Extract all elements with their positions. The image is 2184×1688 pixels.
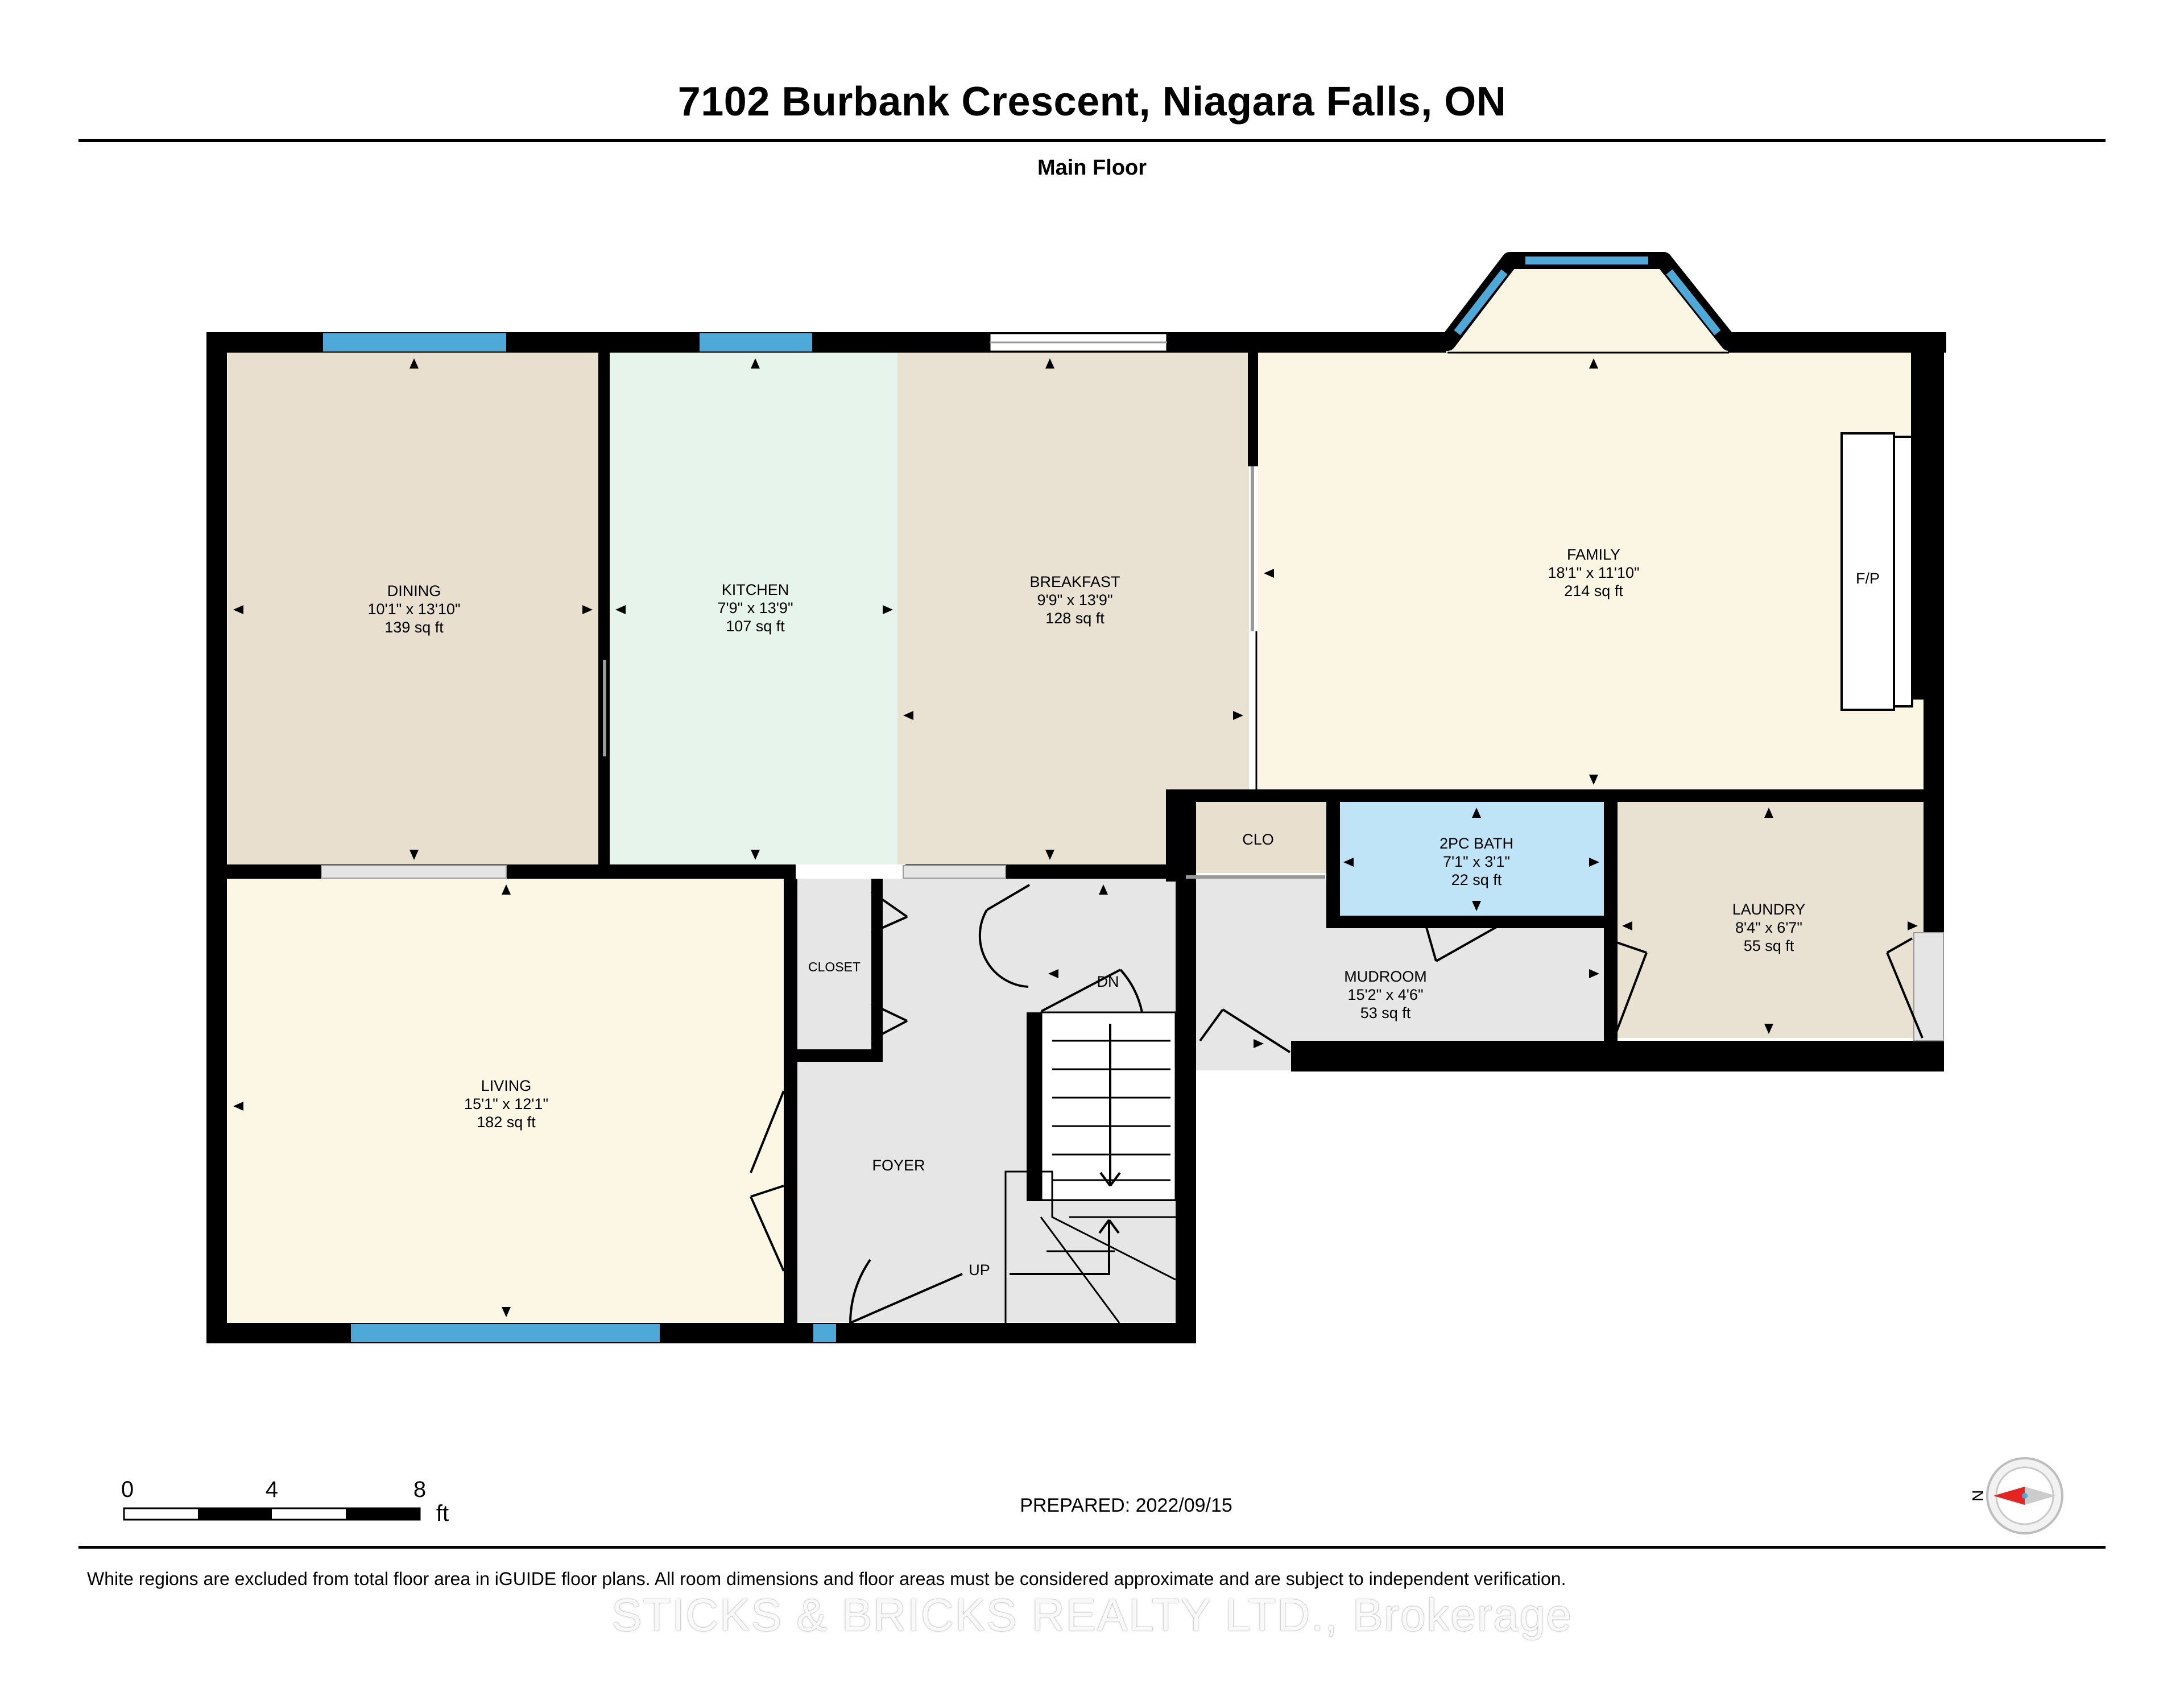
family-area: 214 sq ft [1564, 582, 1623, 599]
breakfast-dims: 9'9" x 13'9" [1037, 591, 1112, 609]
living-area: 182 sq ft [477, 1114, 536, 1131]
page-title: 7102 Burbank Crescent, Niagara Falls, ON [677, 79, 1507, 125]
dining-floor [228, 353, 598, 864]
laundry-area: 55 sq ft [1744, 937, 1794, 954]
compass-north-label: N [1969, 1490, 1987, 1501]
stairs-down-label: DN [1097, 973, 1119, 990]
stairs [1004, 1011, 1177, 1323]
windows [321, 332, 1944, 1342]
scale-tick-8: 8 [413, 1477, 426, 1502]
breakfast-name: BREAKFAST [1029, 573, 1120, 590]
kitchen-area: 107 sq ft [726, 618, 785, 635]
laundry-name: LAUNDRY [1732, 901, 1806, 918]
mudroom-name: MUDROOM [1344, 968, 1426, 985]
bay-window-floor [1447, 263, 1729, 353]
scale-bar: 0 4 8 ft [121, 1477, 449, 1526]
sliding-doors [603, 466, 1325, 879]
kitchen-floor [610, 353, 897, 864]
dimension-arrows [233, 358, 1918, 1317]
clo-label: CLO [1242, 831, 1274, 848]
mudroom-area: 53 sq ft [1360, 1004, 1411, 1021]
kitchen-name: KITCHEN [722, 581, 789, 598]
brokerage-watermark: STICKS & BRICKS REALTY LTD., Brokerage [611, 1590, 1573, 1640]
family-dims: 18'1" x 11'10" [1548, 564, 1639, 581]
dining-area: 139 sq ft [384, 619, 444, 636]
living-dims: 15'1" x 12'1" [464, 1095, 548, 1112]
stairs-up-label: UP [969, 1261, 990, 1279]
title-divider [78, 139, 2106, 142]
compass-icon: N [1969, 1457, 2063, 1534]
kitchen-dims: 7'9" x 13'9" [717, 599, 793, 617]
family-floor [1258, 353, 1924, 789]
mudroom-entry-floor [1192, 1035, 1294, 1070]
laundry-floor [1616, 802, 1924, 1038]
footer-divider [78, 1546, 2106, 1549]
bath-area: 22 sq ft [1451, 871, 1502, 888]
family-name: FAMILY [1567, 546, 1620, 563]
clo-floor [1177, 802, 1326, 873]
bath-floor [1337, 802, 1605, 921]
fireplace [1840, 432, 1913, 711]
foyer-label: FOYER [872, 1157, 925, 1174]
disclaimer: White regions are excluded from total fl… [87, 1569, 1566, 1589]
laundry-dims: 8'4" x 6'7" [1735, 919, 1802, 936]
breakfast-area: 128 sq ft [1045, 610, 1105, 627]
scale-unit: ft [436, 1501, 449, 1526]
doors [750, 884, 1924, 1324]
living-name: LIVING [481, 1077, 532, 1094]
scale-tick-0: 0 [121, 1477, 134, 1502]
bath-dims: 7'1" x 3'1" [1443, 853, 1510, 870]
floor-label: Main Floor [1037, 156, 1147, 180]
bath-name: 2PC BATH [1440, 835, 1513, 852]
dining-dims: 10'1" x 13'10" [367, 601, 460, 618]
scale-tick-4: 4 [266, 1477, 278, 1502]
closet-label: CLOSET [808, 959, 861, 974]
breakfast-floor [897, 353, 1249, 864]
fireplace-label: F/P [1856, 570, 1880, 587]
prepared-date: PREPARED: 2022/09/15 [1020, 1495, 1232, 1516]
mudroom-dims: 15'2" x 4'6" [1347, 986, 1423, 1003]
dining-name: DINING [387, 582, 441, 599]
bay-window-glass [1454, 256, 1721, 336]
